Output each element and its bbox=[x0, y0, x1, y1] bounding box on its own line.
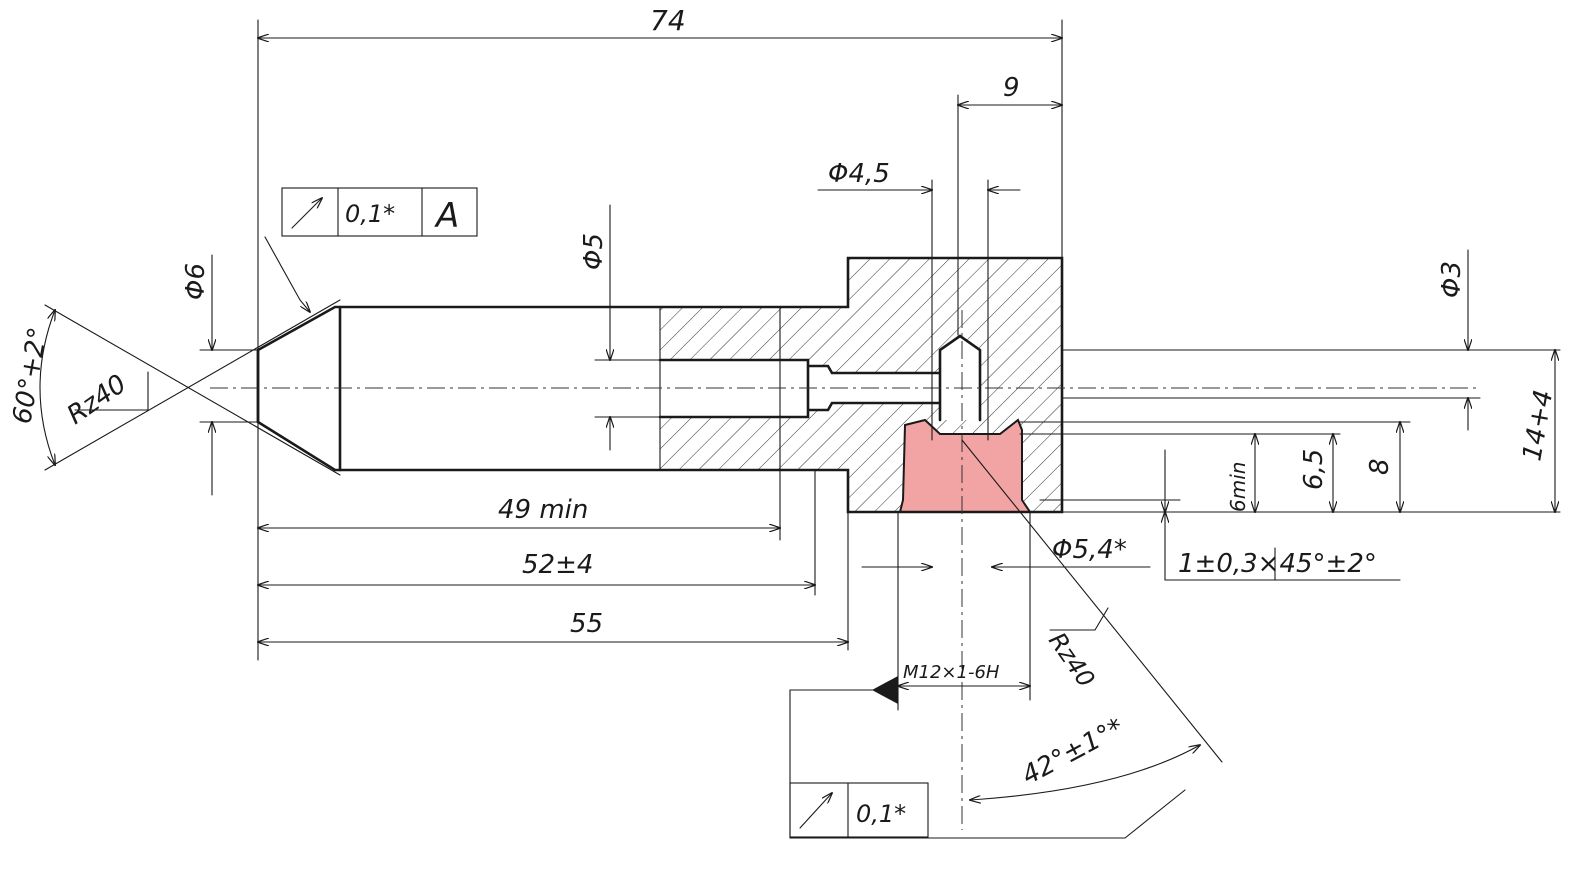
dim-len-52: 52±4 bbox=[522, 550, 593, 580]
dim-depth-6: 6min bbox=[1226, 462, 1250, 512]
dim-dia-5: Φ5 bbox=[579, 233, 609, 270]
dimension-lines bbox=[39, 19, 1561, 839]
tolerance-top-value: 0,1* bbox=[345, 200, 395, 228]
dim-chamfer: 1±0,3×45°±2° bbox=[1178, 549, 1377, 579]
tolerance-frame-bottom bbox=[789, 782, 929, 838]
dim-depth-8: 8 bbox=[1365, 458, 1395, 475]
part-outline bbox=[256, 256, 1064, 514]
roughness-left: Rz40 bbox=[62, 369, 132, 431]
dim-dia-5-4: Φ5,4* bbox=[1052, 535, 1127, 565]
dim-head-depth: 9 bbox=[1003, 73, 1020, 103]
roughness-symbols bbox=[74, 371, 1109, 631]
runout-arrow-icon bbox=[799, 793, 832, 829]
roughness-right: Rz40 bbox=[1043, 627, 1100, 692]
dim-total-length: 74 bbox=[650, 4, 686, 37]
dim-dia-6: Φ6 bbox=[181, 263, 211, 300]
bore-pocket bbox=[940, 336, 980, 420]
datum-triangle bbox=[872, 676, 898, 704]
dim-depth-14: 14+4 bbox=[1517, 388, 1559, 464]
dim-dia-4-5: Φ4,5 bbox=[828, 159, 890, 189]
dim-len-55: 55 bbox=[570, 609, 603, 639]
runout-arrow-icon bbox=[291, 198, 322, 229]
dim-len-49: 49 min bbox=[498, 495, 588, 525]
tolerance-top-datum: A bbox=[434, 196, 459, 236]
dim-angle-60: 60°+2° bbox=[7, 325, 53, 426]
dim-depth-6-5: 6,5 bbox=[1299, 449, 1329, 490]
dim-thread: M12×1-6H bbox=[903, 662, 1000, 683]
dim-dia-3: Φ3 bbox=[1437, 261, 1467, 298]
tolerance-frame-top bbox=[281, 187, 478, 237]
highlight-pocket bbox=[898, 418, 1032, 513]
tolerance-bottom-value: 0,1* bbox=[856, 800, 906, 828]
